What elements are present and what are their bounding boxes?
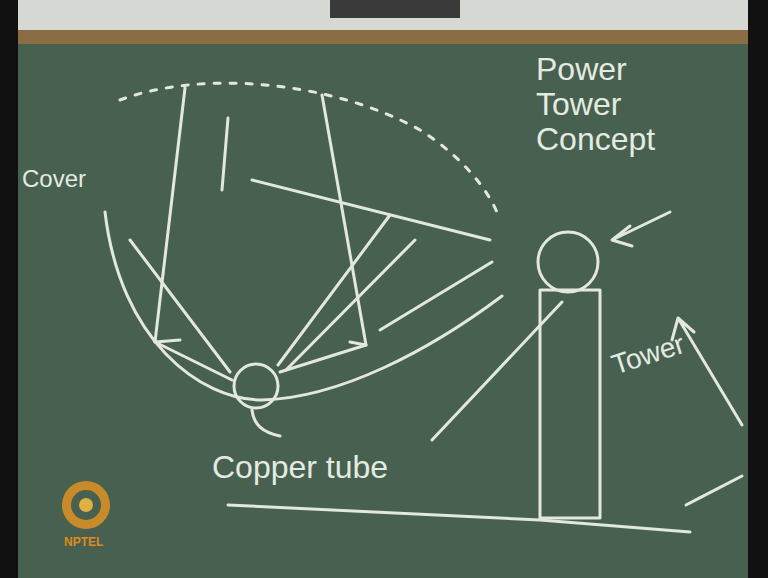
leader-line (252, 410, 280, 436)
ground-line (228, 505, 690, 532)
sun-ray (252, 180, 490, 240)
nptel-logo (62, 481, 110, 529)
title-label: Power Tower Concept (536, 52, 686, 158)
ground-line (686, 476, 742, 505)
reflected-ray (278, 215, 390, 365)
part-label: Copper tube (212, 450, 442, 485)
parabolic-trough (105, 212, 502, 400)
board-top-frame (330, 0, 460, 18)
logo-circle (62, 481, 110, 529)
sun-ray (222, 118, 228, 190)
tower-receiver (538, 232, 598, 292)
copper-tube-circle (234, 364, 278, 408)
sun-ray (380, 262, 492, 330)
reflected-ray (286, 240, 415, 370)
sun-ray (322, 95, 366, 345)
tower (540, 290, 600, 518)
cover-label: Cover (22, 166, 112, 192)
wooden-ledge (18, 30, 748, 44)
wall-strip (18, 0, 748, 32)
pointer-arrow (612, 212, 670, 246)
sun-ray (155, 88, 185, 342)
logo-text: NPTEL (64, 536, 124, 549)
reflected-ray (280, 345, 366, 372)
heliostat-ray (432, 302, 562, 440)
logo-inner (71, 490, 101, 520)
chalkboard (18, 0, 748, 578)
reflected-ray (130, 240, 230, 372)
logo-core (79, 498, 93, 512)
